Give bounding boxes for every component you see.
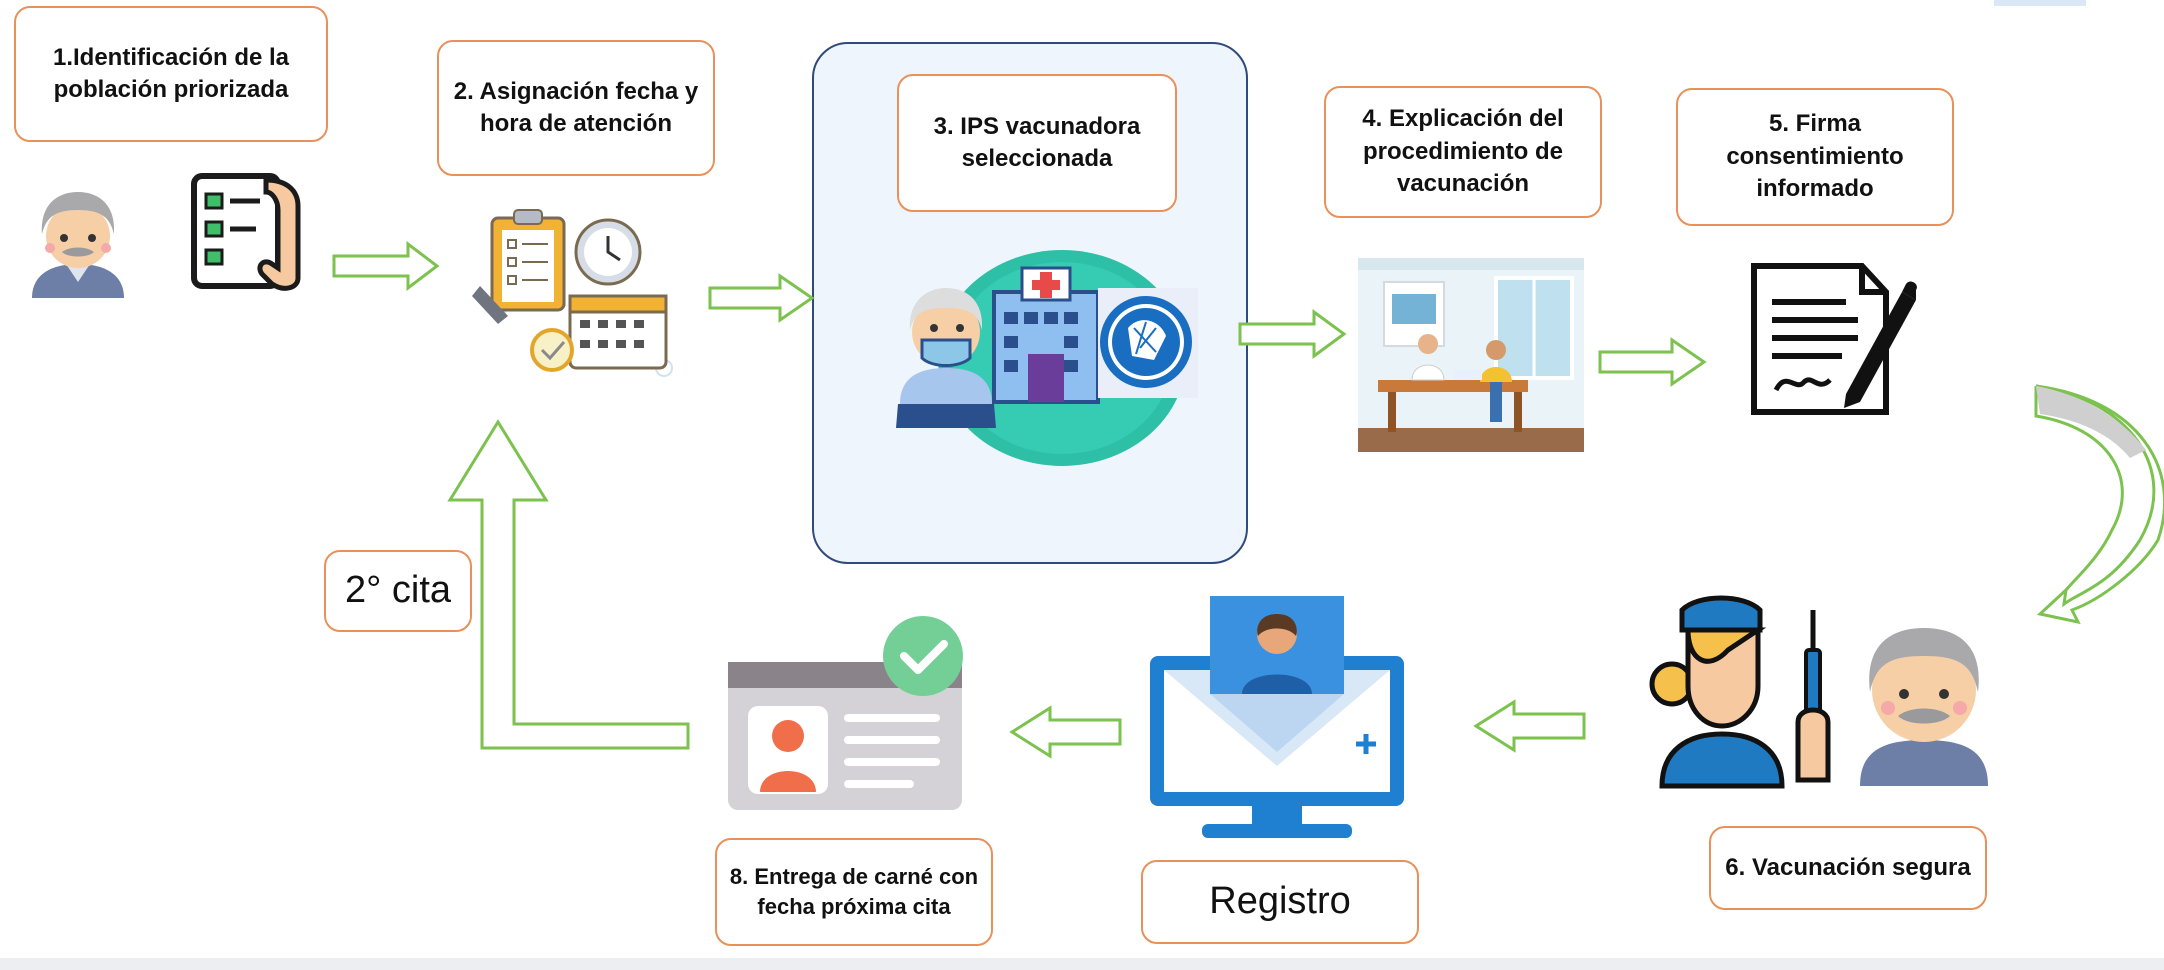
curved-arrow-5-to-6 xyxy=(2034,384,2164,625)
consultation-icon xyxy=(1358,258,1584,452)
registro-label: Registro xyxy=(1209,880,1351,923)
elderly-man-icon xyxy=(32,192,124,298)
step-3-label: 3. IPS vacunadora seleccionada xyxy=(933,112,1141,172)
arrow-ips-to-4 xyxy=(1238,309,1347,359)
step-6-label: 6. Vacunación segura xyxy=(1725,853,1971,881)
top-decoration xyxy=(1994,0,2086,6)
step-1-box: 1.Identificación de la población prioriz… xyxy=(14,6,328,142)
arrow-4-to-5 xyxy=(1598,337,1707,387)
arrow-registro-to-8 xyxy=(1009,705,1122,759)
arrow-second-appointment xyxy=(447,419,690,750)
second-appointment-box: 2° cita xyxy=(324,550,472,632)
checklist-icon xyxy=(191,173,301,291)
hospital-icon xyxy=(896,250,1198,466)
registro-box: Registro xyxy=(1141,860,1419,944)
second-appointment-label: 2° cita xyxy=(344,569,452,612)
step-6-box: 6. Vacunación segura xyxy=(1709,826,1987,910)
arrow-2-to-3 xyxy=(708,273,815,323)
signed-document-icon xyxy=(1751,263,1917,415)
arrow-1-to-2 xyxy=(332,240,440,292)
id-card-icon xyxy=(728,616,963,810)
step-4-label: 4. Explicación del procedimiento de vacu… xyxy=(1362,105,1564,198)
step-2-label: 2. Asignación fecha y hora de atención xyxy=(453,77,699,137)
planning-icon xyxy=(472,209,673,377)
arrow-6-to-registro xyxy=(1473,699,1586,753)
step-1-label: 1.Identificación de la población prioriz… xyxy=(52,43,290,103)
step-8-label: 8. Entrega de carné con fecha próxima ci… xyxy=(729,864,979,919)
computer-registration-icon xyxy=(1150,596,1404,838)
step-3-box: 3. IPS vacunadora seleccionada xyxy=(897,74,1177,212)
bottom-strip xyxy=(0,958,2164,970)
step-4-box: 4. Explicación del procedimiento de vacu… xyxy=(1324,86,1602,218)
step-5-box: 5. Firma consentimiento informado xyxy=(1676,88,1954,226)
step-2-box: 2. Asignación fecha y hora de atención xyxy=(437,40,715,176)
step-8-box: 8. Entrega de carné con fecha próxima ci… xyxy=(715,838,993,946)
step-5-label: 5. Firma consentimiento informado xyxy=(1726,110,1904,203)
nurse-vaccine-icon xyxy=(1649,595,1988,789)
